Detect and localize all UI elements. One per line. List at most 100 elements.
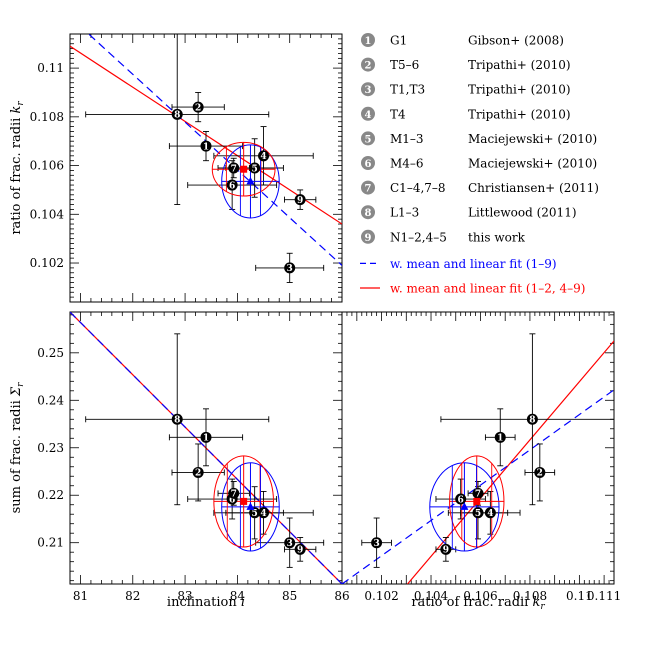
mean-marker-subset (240, 497, 248, 505)
legend-dataset-id: N1–2,4–5 (390, 230, 447, 244)
data-point: 9 (294, 194, 306, 206)
data-point: 5 (472, 507, 484, 519)
x-tick-label: 0.108 (513, 589, 547, 603)
legend-line-entry: w. mean and linear fit (1–9) (360, 257, 557, 271)
legend-dataset-id: T1,T3 (390, 83, 425, 97)
legend-marker-label: 3 (365, 85, 372, 96)
data-point-label: 5 (252, 509, 258, 519)
legend-entry: 1 G1 Gibson+ (2008) (361, 33, 564, 48)
data-point-marker (258, 150, 270, 162)
legend-marker-label: 1 (365, 36, 372, 47)
data-point: 1 (494, 431, 506, 444)
data-point: 2 (192, 466, 204, 479)
legend-entry: 3 T1,T3 Tripathi+ (2010) (361, 82, 571, 97)
data-point-marker (371, 537, 383, 549)
legend-reference: Tripathi+ (2010) (468, 58, 571, 72)
data-point-label: 1 (203, 434, 209, 444)
data-point: 4 (258, 507, 270, 519)
data-point-label: 9 (443, 546, 449, 556)
y-tick-label: 0.108 (30, 110, 64, 124)
data-point-label: 6 (229, 495, 235, 505)
data-point-marker (226, 179, 238, 191)
fit-line-subset (407, 340, 614, 584)
legend-marker-label: 6 (365, 159, 372, 170)
legend-reference: Littlewood (2011) (468, 206, 577, 220)
legend-reference: Tripathi+ (2010) (468, 107, 571, 121)
x-tick-label: 0.111 (587, 589, 621, 603)
data-point: 3 (284, 262, 296, 274)
mean-marker-subset (473, 497, 481, 505)
legend-marker-label: 9 (365, 233, 372, 244)
data-point-label: 8 (174, 416, 180, 426)
x-tick-label: 83 (177, 589, 192, 603)
legend-marker (361, 156, 375, 170)
data-point: 4 (258, 150, 270, 162)
legend-line-label: w. mean and linear fit (1–9) (390, 257, 557, 271)
data-point-label: 7 (231, 164, 237, 174)
data-point: 6 (226, 179, 238, 191)
data-point-label: 2 (195, 469, 201, 479)
data-point-marker (440, 543, 452, 555)
legend-marker (361, 131, 375, 146)
legend-marker-label: 2 (365, 61, 372, 72)
y-tick-label: 0.104 (30, 207, 65, 221)
data-point: 1 (200, 140, 212, 152)
data-point-marker (258, 507, 270, 519)
y-tick-label: 0.25 (37, 346, 64, 360)
data-point-label: 7 (231, 490, 237, 500)
data-point: 2 (534, 466, 546, 479)
x-tick-label: 84 (230, 589, 246, 603)
data-point-label: 5 (475, 509, 481, 519)
data-point: 8 (171, 413, 183, 426)
x-axis-label-inclination: inclination i (167, 595, 245, 610)
legend-dataset-id: T5–6 (390, 58, 419, 72)
x-tick-label: 82 (125, 589, 140, 603)
data-point: 3 (371, 537, 383, 549)
data-point-marker (284, 262, 296, 274)
data-point-label: 4 (260, 509, 266, 519)
data-point: 7 (472, 487, 484, 500)
x-tick-label: 0.104 (414, 589, 449, 603)
data-point: 5 (249, 162, 261, 174)
data-point-marker (472, 487, 484, 499)
legend-reference: Tripathi+ (2010) (468, 83, 571, 97)
legend-marker (361, 229, 375, 244)
data-point-label: 3 (287, 264, 293, 274)
data-point-label: 6 (458, 495, 464, 505)
axes-frame-bottom-right (341, 311, 615, 585)
legend-reference: Maciejewski+ (2010) (468, 132, 597, 146)
data-point-label: 7 (475, 490, 481, 500)
data-point-label: 9 (297, 196, 303, 206)
x-tick-label: 86 (334, 589, 349, 603)
legend-marker (361, 57, 375, 72)
data-point-marker (494, 431, 506, 443)
legend-marker-label: 8 (365, 208, 372, 219)
legend-dataset-id: M4–6 (390, 157, 424, 171)
legend-dataset-id: G1 (390, 34, 407, 48)
data-point-marker (294, 543, 306, 555)
data-point-marker (534, 466, 546, 478)
data-point-label: 3 (287, 539, 293, 549)
x-axis-label-k: ratio of frac. radii kr (411, 595, 545, 612)
data-point: 4 (484, 507, 496, 519)
data-point: 8 (526, 413, 538, 426)
data-point-label: 8 (529, 416, 535, 426)
legend-reference: Gibson+ (2008) (468, 34, 564, 48)
data-point: 7 (228, 162, 240, 174)
data-point-label: 8 (174, 111, 180, 121)
data-point-marker (484, 507, 496, 519)
legend-marker (361, 180, 375, 195)
data-point-marker (228, 487, 240, 499)
data-point-marker (472, 507, 484, 519)
data-point-label: 5 (252, 164, 258, 174)
legend-marker (361, 82, 375, 97)
y-tick-label: 0.24 (37, 393, 64, 407)
y-tick-label: 0.106 (30, 159, 64, 173)
data-point: 7 (228, 487, 240, 500)
data-point-marker (294, 194, 306, 206)
